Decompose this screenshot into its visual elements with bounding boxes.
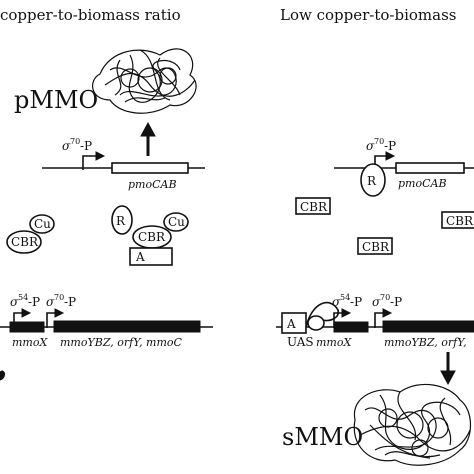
cbr-label-right-2: CBR xyxy=(446,214,474,228)
pmocab-gene-box-right xyxy=(395,162,465,174)
svg-text:σ: σ xyxy=(372,295,381,309)
cu-ellipse-left xyxy=(29,214,55,234)
arrow-down-head xyxy=(440,370,456,386)
pmocab-gene-label-left: pmoCAB xyxy=(128,178,177,191)
cu-label-left: Cu xyxy=(34,217,51,231)
svg-text:σ: σ xyxy=(366,139,375,153)
cbr-box-right-1 xyxy=(295,197,331,215)
svg-text:σ: σ xyxy=(332,295,341,309)
uas-label: UAS xyxy=(287,335,314,349)
sigma70-promoter-right: σ 70 -P xyxy=(366,137,396,170)
svg-text:70: 70 xyxy=(54,293,64,302)
promoter-p-label: -P xyxy=(80,139,92,153)
arrow-up-head xyxy=(140,121,156,137)
a-label-left: A xyxy=(135,250,145,264)
pmmo-protein-coil xyxy=(92,48,197,114)
mmo-operon-gene-left xyxy=(53,320,201,333)
cbr-ellipse-left xyxy=(6,230,42,254)
r-label-left: R xyxy=(116,214,126,228)
cbr-label-complex: CBR xyxy=(138,230,166,244)
dna-loop-right xyxy=(305,301,340,328)
sigma70-promoter-mmo-right: σ 70 -P xyxy=(372,293,402,328)
regulator-complex-left: R CBR Cu A xyxy=(111,205,189,266)
sigma70-promoter-left: σ 70 -P xyxy=(62,137,106,170)
svg-text:-P: -P xyxy=(384,139,396,153)
sigma54-holoenzyme-right xyxy=(307,315,325,331)
sigma70-promoter-mmo-left: σ 70 -P xyxy=(46,293,76,328)
left-panel-title: copper-to-biomass ratio xyxy=(0,6,181,24)
svg-text:54: 54 xyxy=(340,293,350,302)
svg-text:σ: σ xyxy=(46,295,55,309)
svg-text:-P: -P xyxy=(390,295,402,309)
svg-text:54: 54 xyxy=(18,293,28,302)
sigma70-superscript: 70 xyxy=(70,137,80,146)
svg-text:σ: σ xyxy=(10,295,19,309)
r-label-right: R xyxy=(367,174,377,188)
pmocab-gene-label-right: pmoCAB xyxy=(398,177,447,190)
svg-text:70: 70 xyxy=(380,293,390,302)
svg-text:-P: -P xyxy=(64,295,76,309)
mmox-gene-left xyxy=(9,321,45,333)
cbr-label-right-1: CBR xyxy=(300,200,328,214)
svg-text:-P: -P xyxy=(350,295,362,309)
pmocab-gene-box-left xyxy=(111,162,189,174)
mmo-operon-label-left: mmoYBZ, orfY, mmoC xyxy=(60,336,183,349)
svg-text:σ: σ xyxy=(62,139,71,153)
smmo-label: sMMO xyxy=(282,423,363,451)
mmox-label-right: mmoX xyxy=(316,336,352,349)
cbr-box-right-2 xyxy=(441,211,474,229)
activator-a-box-right xyxy=(281,312,307,334)
mmox-gene-right xyxy=(333,321,369,333)
cbr-label-left: CBR xyxy=(11,235,39,249)
cu-label-complex: Cu xyxy=(168,215,185,229)
repressor-r-ellipse-right xyxy=(360,163,386,197)
cbr-box-right-3 xyxy=(357,237,393,255)
mmox-label-left: mmoX xyxy=(12,336,48,349)
pmmo-label: pMMO xyxy=(14,86,98,114)
mmo-operon-gene-right xyxy=(382,320,474,333)
smmo-protein-coil xyxy=(353,383,471,466)
right-panel-title: Low copper-to-biomass xyxy=(280,6,456,24)
cropped-arrow-fragment xyxy=(0,370,5,381)
cbr-label-right-3: CBR xyxy=(362,240,390,254)
a-label-right: A xyxy=(286,317,296,331)
svg-text:-P: -P xyxy=(28,295,40,309)
svg-text:70: 70 xyxy=(374,137,384,146)
mmo-operon-label-right: mmoYBZ, orfY, xyxy=(384,336,467,349)
